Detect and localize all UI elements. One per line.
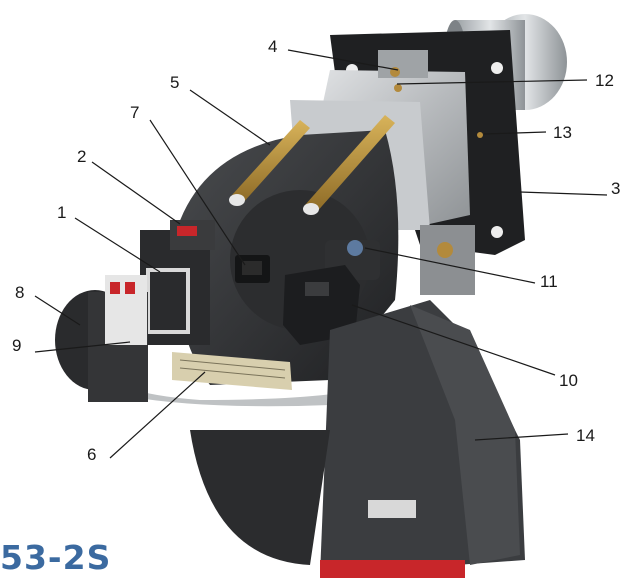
- motor: [55, 275, 148, 402]
- damper-linkage: [420, 225, 475, 295]
- leader-7: [149, 119, 246, 266]
- leader-3: [519, 191, 608, 196]
- callout-9: 9: [12, 336, 22, 355]
- base-stand: [320, 300, 525, 578]
- model-label: 53-2S: [0, 538, 112, 577]
- leader-5: [189, 89, 271, 146]
- callout-12: 12: [595, 71, 614, 90]
- solenoid-coil: [283, 265, 360, 345]
- callout-6: 6: [87, 445, 97, 464]
- leader-4: [287, 49, 399, 71]
- callout-14: 14: [576, 426, 595, 445]
- callout-8: 8: [15, 283, 25, 302]
- leader-2: [91, 161, 181, 225]
- leader-6: [109, 371, 206, 459]
- leader-lines: [34, 49, 608, 459]
- callout-2: 2: [77, 147, 87, 166]
- callout-4: 4: [268, 37, 278, 56]
- terminal-strip: [172, 352, 292, 390]
- leader-11: [364, 247, 536, 284]
- leader-14: [474, 433, 569, 441]
- leader-1: [74, 217, 161, 273]
- leader-13: [483, 131, 547, 135]
- callout-13: 13: [553, 123, 572, 142]
- control-panel: [140, 220, 215, 345]
- fan-housing: [190, 430, 330, 565]
- leader-12: [396, 79, 588, 85]
- leader-10: [351, 304, 556, 376]
- callout-7: 7: [130, 103, 140, 122]
- tie-rods: [229, 115, 395, 215]
- leader-9: [34, 341, 131, 353]
- callout-11: 11: [540, 272, 558, 291]
- leader-8: [34, 295, 81, 326]
- callout-1: 1: [57, 203, 67, 222]
- callout-5: 5: [170, 73, 180, 92]
- callout-10: 10: [559, 371, 578, 390]
- callout-3: 3: [611, 179, 621, 198]
